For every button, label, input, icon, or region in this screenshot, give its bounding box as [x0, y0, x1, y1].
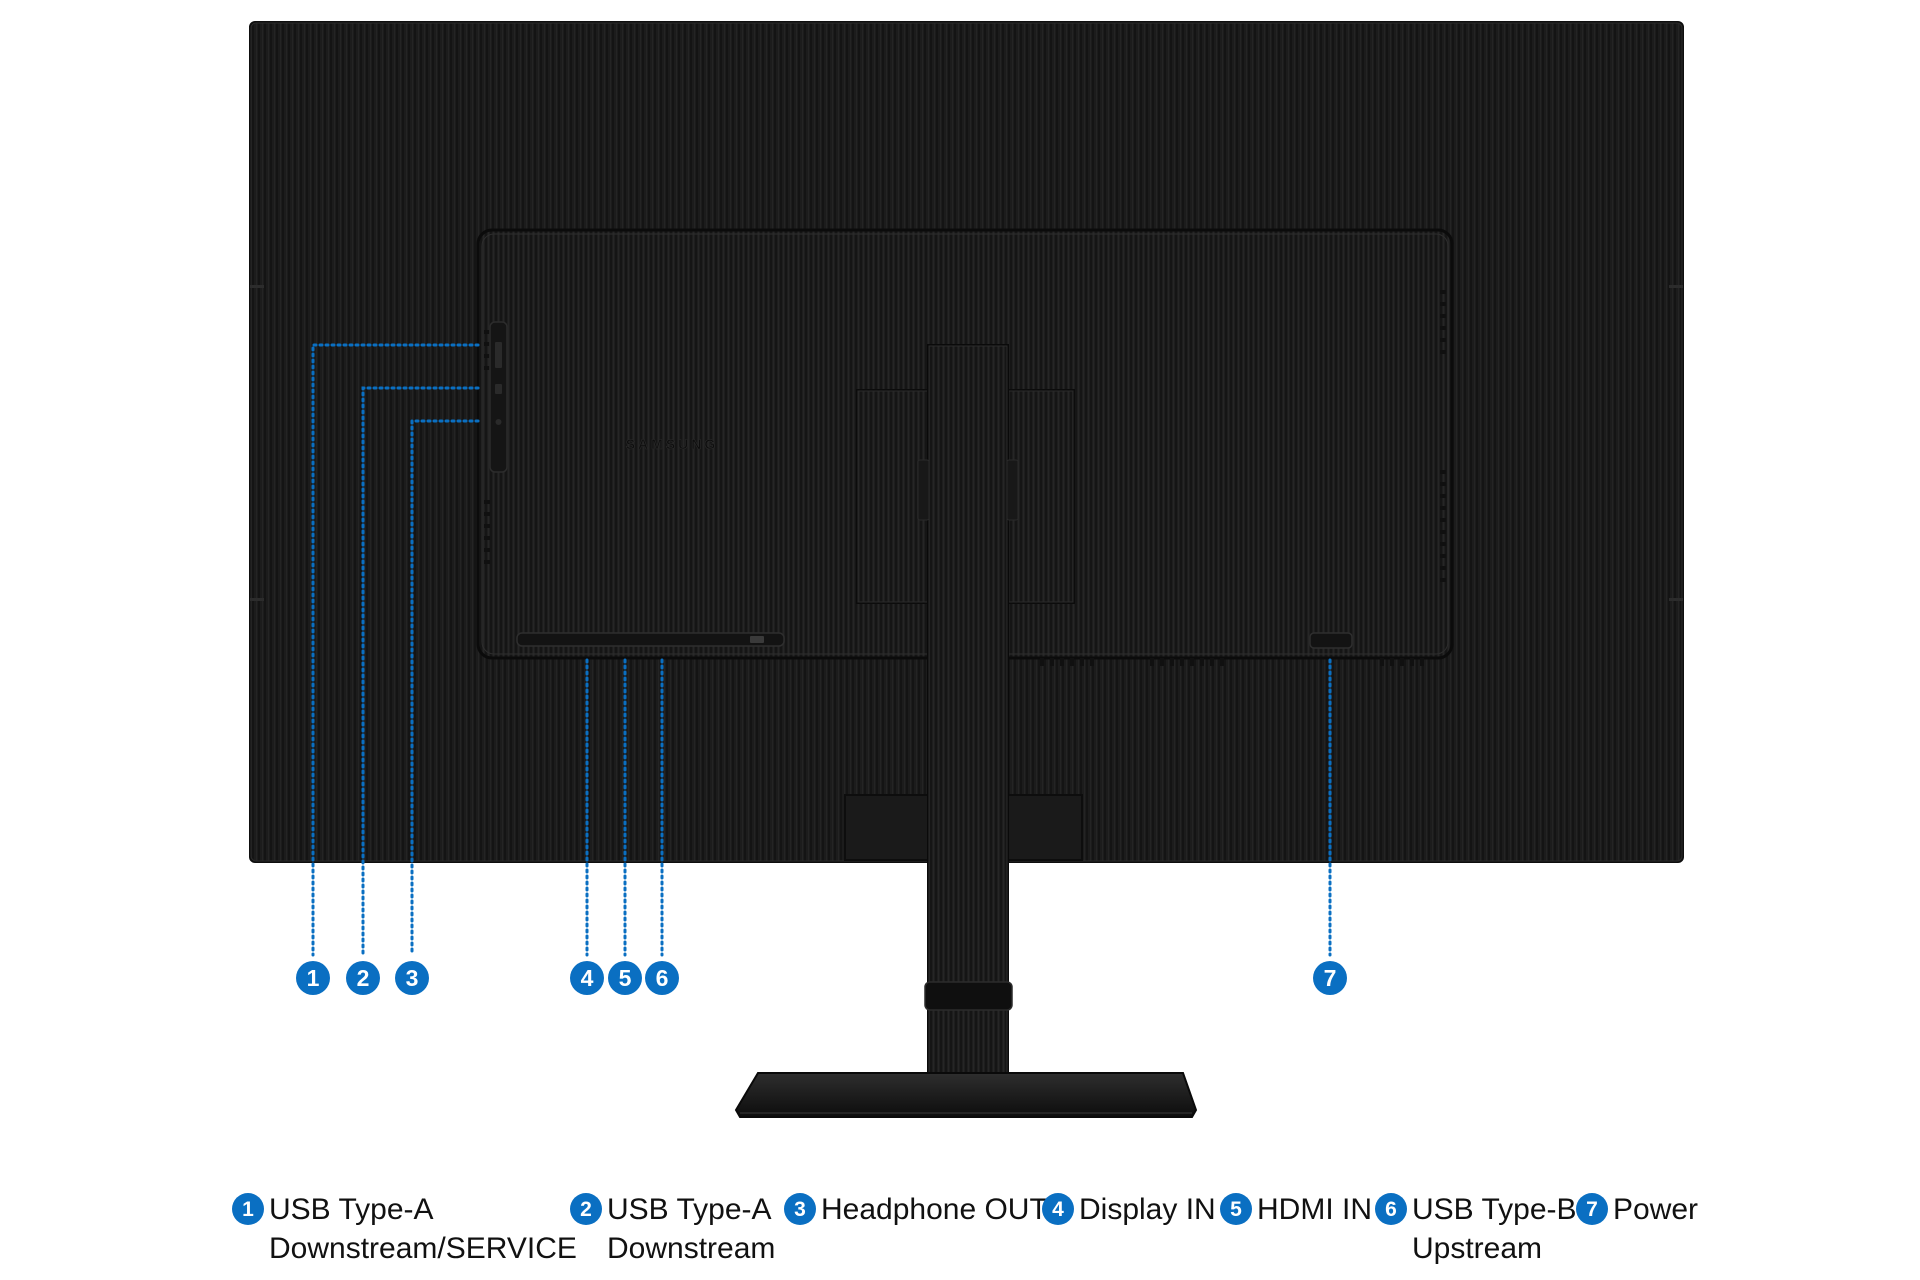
legend-badge: 7	[1576, 1193, 1608, 1225]
legend-label: Power	[1613, 1190, 1698, 1229]
legend-label-line: USB Type-B	[1412, 1193, 1577, 1226]
legend-label-line: Downstream	[607, 1232, 776, 1265]
callout-badge-1: 1	[296, 961, 330, 995]
monitor-illustration: SAMSUNG 1 2 3 456 7	[249, 21, 1684, 1118]
callout-badge-circle	[608, 961, 642, 995]
side-port-panel	[489, 321, 508, 473]
callout-badge-number: 6	[656, 965, 669, 991]
callout-badge-circle	[296, 961, 330, 995]
callout-badge-number: 3	[406, 965, 419, 991]
callout-badge-number: 5	[619, 965, 632, 991]
legend-label: USB Type-A Downstream/SERVICE	[269, 1190, 577, 1268]
callout-badge-circle	[645, 961, 679, 995]
callout-badge-circle	[570, 961, 604, 995]
bottom-port-panel	[516, 632, 785, 647]
callout-badge-3: 3	[395, 961, 429, 995]
callout-leaders	[311, 343, 1332, 957]
legend-label-line: Display IN	[1079, 1193, 1216, 1226]
callout-badge-number: 7	[1324, 965, 1337, 991]
legend-badge: 4	[1042, 1193, 1074, 1225]
callout-badge-7: 7	[1313, 961, 1347, 995]
callout-badge-number: 2	[357, 965, 370, 991]
legend-badge: 2	[570, 1193, 602, 1225]
bottom-vents	[1040, 658, 1424, 666]
brand-logo: SAMSUNG	[626, 436, 719, 452]
legend-badge: 6	[1375, 1193, 1407, 1225]
legend-label-line: Downstream/SERVICE	[269, 1232, 577, 1265]
legend-badge: 3	[784, 1193, 816, 1225]
callout-badge-number: 1	[307, 965, 320, 991]
callout-badge-circle	[1313, 961, 1347, 995]
legend-badge: 5	[1220, 1193, 1252, 1225]
callout-badge-circle	[346, 961, 380, 995]
legend-label-line: USB Type-A	[607, 1193, 772, 1226]
callout-badge-number: 4	[581, 965, 594, 991]
side-vents	[484, 290, 1446, 582]
callout-badge-5: 5	[608, 961, 642, 995]
legend-label: Display IN	[1079, 1190, 1216, 1229]
legend-label: USB Type-A Downstream	[607, 1190, 775, 1268]
callout-badge-2: 2	[346, 961, 380, 995]
legend-badge: 1	[232, 1193, 264, 1225]
legend-label: USB Type-B Upstream	[1412, 1190, 1577, 1268]
legend-label-line: USB Type-A	[269, 1193, 434, 1226]
callout-badge-circle	[395, 961, 429, 995]
legend-label-line: HDMI IN	[1257, 1193, 1372, 1226]
callout-badge-4: 4	[570, 961, 604, 995]
stand-base	[734, 1072, 1198, 1118]
legend-label-line: Headphone OUT	[821, 1193, 1048, 1226]
callout-badge-6: 6	[645, 961, 679, 995]
legend-label-line: Upstream	[1412, 1232, 1543, 1265]
legend-label-line: Power	[1613, 1193, 1699, 1226]
legend-label: Headphone OUT	[821, 1190, 1048, 1229]
cable-clip	[924, 981, 1013, 1011]
legend-label: HDMI IN	[1257, 1190, 1372, 1229]
